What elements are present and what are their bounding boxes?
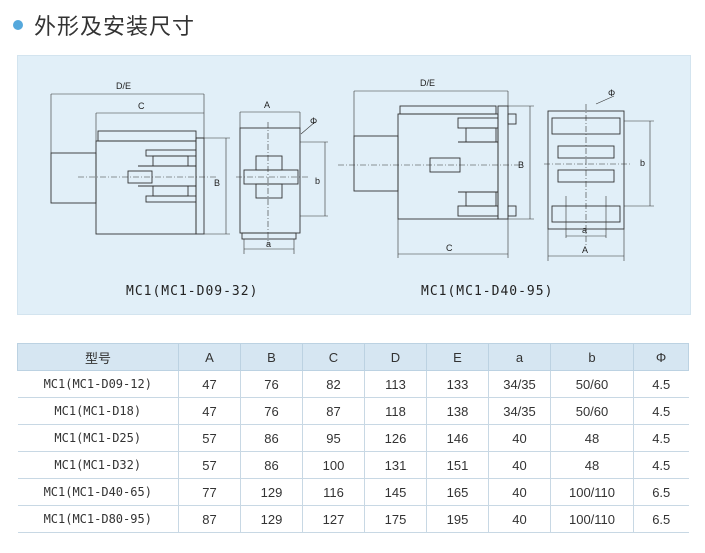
table-cell-value: 4.5	[633, 451, 689, 479]
table-cell-value: 34/35	[488, 397, 551, 425]
table-cell-value: 87	[302, 397, 365, 425]
table-cell-value: 4.5	[633, 397, 689, 425]
right-label-a-lower: a	[582, 225, 587, 235]
title-bullet	[13, 20, 23, 30]
table-cell-value: 145	[364, 478, 427, 506]
table-cell-value: 146	[426, 424, 489, 452]
table-cell-value: 47	[178, 397, 241, 425]
table-cell-value: 100/110	[550, 505, 634, 533]
table-cell-value: 175	[364, 505, 427, 533]
table-cell-value: 76	[240, 397, 303, 425]
table-cell-model: MC1(MC1-D40-65)	[17, 478, 179, 506]
right-label-de: D/E	[420, 78, 435, 88]
dimension-drawing-panel: D/E C B A a b Φ	[17, 55, 691, 315]
table-cell-value: 4.5	[633, 370, 689, 398]
table-cell-model: MC1(MC1-D09-12)	[17, 370, 179, 398]
table-cell-value: 87	[178, 505, 241, 533]
table-cell-value: 165	[426, 478, 489, 506]
left-label-phi: Φ	[310, 116, 317, 126]
table-cell-model: MC1(MC1-D80-95)	[17, 505, 179, 533]
table-cell-value: 34/35	[488, 370, 551, 398]
left-label-c: C	[138, 101, 145, 111]
header-phi: Φ	[633, 343, 689, 371]
table-cell-value: 100	[302, 451, 365, 479]
table-cell-value: 50/60	[550, 397, 634, 425]
table-cell-value: 133	[426, 370, 489, 398]
table-cell-model: MC1(MC1-D25)	[17, 424, 179, 452]
table-cell-value: 116	[302, 478, 365, 506]
right-label-c: C	[446, 243, 453, 253]
table-cell-value: 129	[240, 505, 303, 533]
left-label-b: B	[214, 178, 220, 188]
table-cell-value: 4.5	[633, 424, 689, 452]
header-a-upper: A	[178, 343, 241, 371]
header-c: C	[302, 343, 365, 371]
page-title: 外形及安装尺寸	[34, 15, 196, 40]
left-label-a-lower: a	[266, 239, 271, 249]
table-cell-value: 40	[488, 505, 551, 533]
table-cell-model: MC1(MC1-D32)	[17, 451, 179, 479]
dimension-drawings: D/E C B A a b Φ	[50, 78, 654, 261]
left-label-b-lower: b	[315, 176, 320, 186]
table-cell-value: 113	[364, 370, 427, 398]
table-cell-value: 50/60	[550, 370, 634, 398]
table-cell-value: 77	[178, 478, 241, 506]
right-label-b-lower: b	[640, 158, 645, 168]
header-b-upper: B	[240, 343, 303, 371]
header-model: 型号	[17, 343, 179, 371]
right-label-b: B	[518, 160, 524, 170]
table-cell-value: 40	[488, 424, 551, 452]
table-cell-value: 57	[178, 424, 241, 452]
table-cell-value: 118	[364, 397, 427, 425]
table-cell-value: 76	[240, 370, 303, 398]
table-cell-value: 40	[488, 451, 551, 479]
table-cell-value: 57	[178, 451, 241, 479]
table-cell-value: 138	[426, 397, 489, 425]
table-cell-value: 48	[550, 451, 634, 479]
table-cell-value: 40	[488, 478, 551, 506]
table-cell-value: 127	[302, 505, 365, 533]
table-cell-model: MC1(MC1-D18)	[17, 397, 179, 425]
header-a-lower: a	[488, 343, 551, 371]
left-label-de: D/E	[116, 81, 131, 91]
left-side-view	[50, 93, 230, 235]
table-cell-value: 195	[426, 505, 489, 533]
right-side-view	[338, 90, 534, 258]
right-label-phi: Φ	[608, 88, 615, 98]
table-cell-value: 86	[240, 424, 303, 452]
table-cell-value: 6.5	[633, 478, 689, 506]
table-cell-value: 6.5	[633, 505, 689, 533]
table-cell-value: 131	[364, 451, 427, 479]
table-cell-value: 100/110	[550, 478, 634, 506]
header-e: E	[426, 343, 489, 371]
table-header-row: 型号 A B C D E a b Φ	[17, 343, 689, 371]
header-b-lower: b	[550, 343, 634, 371]
table-cell-value: 82	[302, 370, 365, 398]
table-cell-value: 48	[550, 424, 634, 452]
header-d: D	[364, 343, 427, 371]
left-drawing-caption: MC1(MC1-D09-32)	[126, 284, 259, 299]
table-cell-value: 95	[302, 424, 365, 452]
table-cell-value: 126	[364, 424, 427, 452]
table-cell-value: 47	[178, 370, 241, 398]
right-drawing-caption: MC1(MC1-D40-95)	[421, 284, 554, 299]
left-label-a-upper: A	[264, 100, 270, 110]
table-cell-value: 86	[240, 451, 303, 479]
right-front-view	[544, 95, 654, 261]
right-label-a-upper: A	[582, 245, 588, 255]
table-cell-value: 129	[240, 478, 303, 506]
left-front-view	[236, 111, 328, 254]
table-cell-value: 151	[426, 451, 489, 479]
